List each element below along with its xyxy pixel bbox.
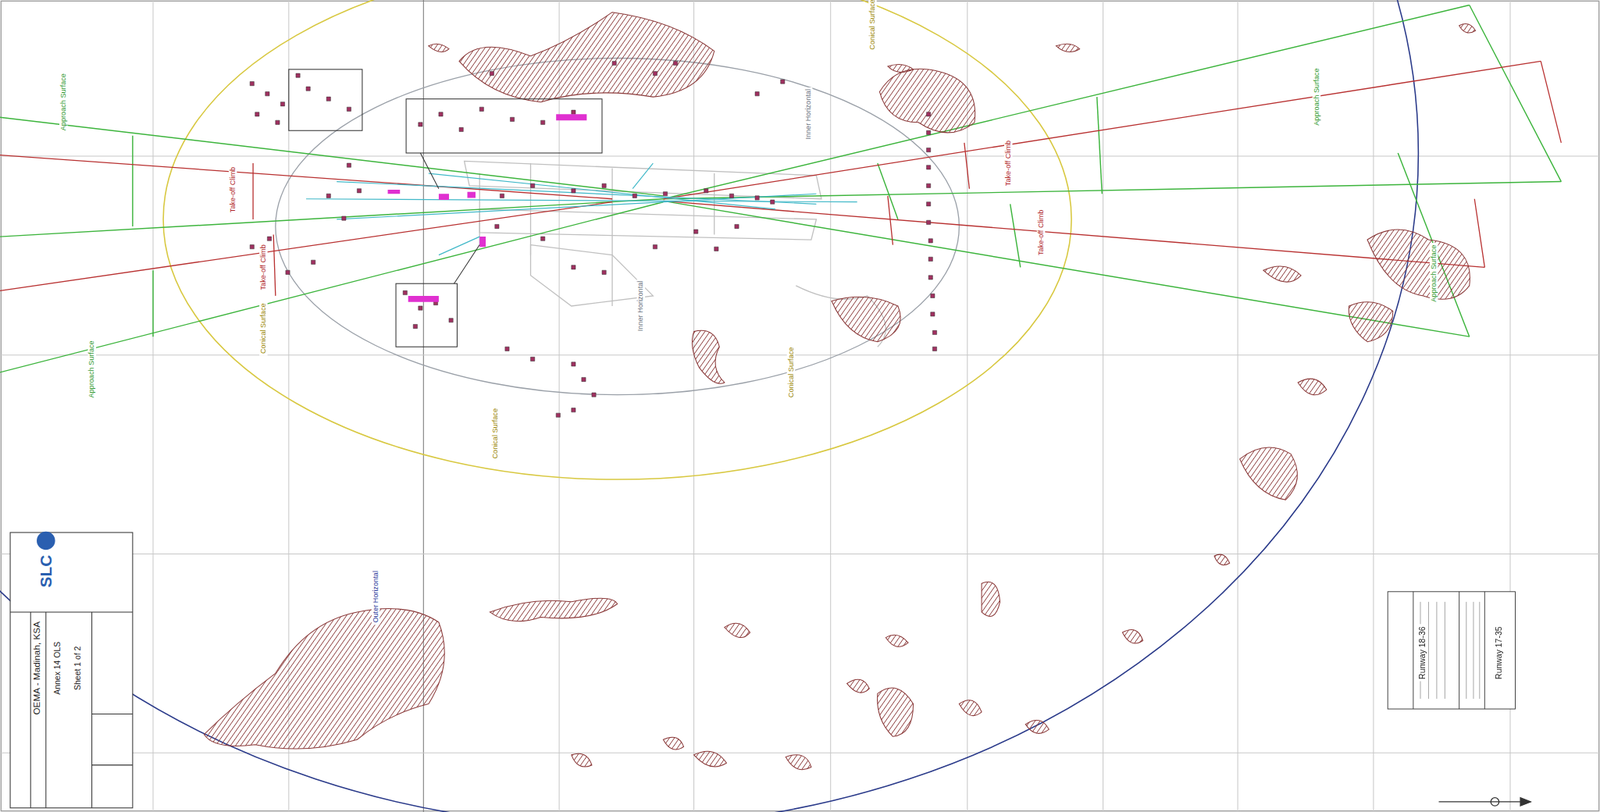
company-logo: SLC	[36, 552, 55, 590]
map-label: Approach Surface	[1429, 242, 1438, 304]
map-label: Runway 18-36	[1418, 624, 1428, 682]
inner-approach-lines	[306, 163, 858, 256]
outer-horizontal-boundary	[0, 0, 1419, 812]
map-label: Outer Horizontal	[371, 568, 380, 625]
north-arrow	[1439, 798, 1532, 806]
map-label: Inner Horizontal	[804, 86, 813, 142]
inner-horizontal-boundary	[275, 57, 960, 395]
map-label: Take-off Climb	[1036, 207, 1045, 258]
approach-surfaces	[0, 5, 1561, 373]
map-label: Approach Surface	[88, 338, 97, 400]
take-off-climb-surfaces	[0, 60, 1561, 296]
map-label: Runway 17-35	[1495, 624, 1504, 682]
map-label: Conical Surface	[787, 345, 795, 400]
drawing-title: OEMA - Madinah, KSA	[32, 619, 43, 717]
highlight-obstacles	[388, 114, 588, 302]
inset-boxes	[288, 69, 603, 347]
map-label: Inner Horizontal	[637, 278, 645, 334]
map-label: Sheet 1 of 2	[74, 644, 83, 693]
map-label: Take-off Climb	[228, 164, 237, 215]
conical-boundary	[163, 0, 1072, 480]
map-label: Approach Surface	[59, 71, 68, 132]
obstacle-markers	[249, 60, 937, 417]
airport-layout	[464, 160, 887, 347]
legend-table	[1387, 591, 1515, 710]
map-label: Take-off Climb	[259, 242, 268, 293]
map-label: Approach Surface	[1312, 66, 1321, 128]
map-label: Take-off Climb	[1004, 138, 1013, 189]
map-label: Conical Surface	[491, 406, 499, 461]
map-label: Conical Surface	[259, 301, 268, 357]
map-label: Conical Surface	[868, 0, 877, 52]
title-block	[10, 531, 133, 809]
terrain-contours	[203, 12, 1476, 770]
map-label: Annex 14 OLS	[53, 639, 63, 697]
